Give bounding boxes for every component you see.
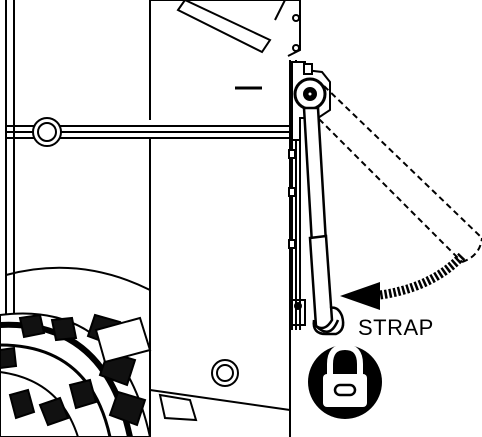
padlock-icon — [308, 343, 382, 419]
strap — [312, 306, 345, 336]
side-rail — [288, 140, 306, 330]
knob-left — [32, 117, 62, 147]
strap-label: STRAP — [358, 315, 434, 340]
handle-ghost-dashed — [311, 85, 482, 263]
knob-lower — [211, 359, 239, 387]
curved-arrow-icon — [340, 252, 466, 310]
handle-lowered — [302, 106, 340, 333]
upper-lid — [176, 0, 301, 90]
tire — [0, 312, 198, 437]
